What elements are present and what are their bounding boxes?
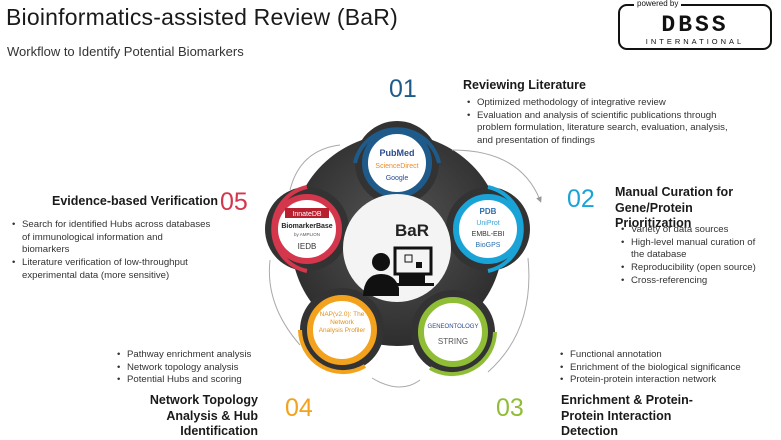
amplion-label: by AMPLION xyxy=(294,232,320,237)
step01-number: 01 xyxy=(389,75,417,103)
person-at-computer-icon xyxy=(363,246,434,296)
step05-bullet: Literature verification of low-throughpu… xyxy=(12,257,212,282)
step02-bullet: Cross-referencing xyxy=(621,275,761,288)
innatedb-label: InnateDB xyxy=(292,211,322,218)
embl-ebi-label: EMBL-EBI xyxy=(472,231,505,238)
step02-bullet: Variety of data sources xyxy=(621,224,761,237)
page-title: Bioinformatics-assisted Review (BaR) xyxy=(6,4,398,30)
connector-02-03 xyxy=(487,257,530,373)
string-label: STRING xyxy=(438,337,468,346)
step05-number: 05 xyxy=(220,188,248,216)
step02-number: 02 xyxy=(567,185,595,213)
page-subtitle: Workflow to Identify Potential Biomarker… xyxy=(7,44,244,59)
step04-number: 04 xyxy=(285,394,313,422)
iedb-label: IEDB xyxy=(298,242,317,251)
sciencedirect-label: ScienceDirect xyxy=(375,163,418,170)
circle-step01: PubMed ScienceDirect Google xyxy=(362,128,432,198)
step01-bullet: Evaluation and analysis of scientific pu… xyxy=(467,110,732,148)
step03-number: 03 xyxy=(496,394,524,422)
step01-bullets: Optimized methodology of integrative rev… xyxy=(467,97,732,148)
step04-bullet: Pathway enrichment analysis xyxy=(117,349,277,362)
step02-bullets: Variety of data sources High-level manua… xyxy=(621,224,761,287)
step02-bullet: High-level manual curation of the databa… xyxy=(621,237,761,262)
workflow-diagram: PubMed ScienceDirect Google PDB UniProt … xyxy=(265,121,542,388)
step03-bullet: Enrichment of the biological significanc… xyxy=(560,362,775,375)
connector-04-05 xyxy=(268,259,301,346)
step05-bullets: Search for identified Hubs across databa… xyxy=(12,219,212,282)
center-label: BaR xyxy=(395,221,429,240)
pubmed-label: PubMed xyxy=(380,148,415,158)
step04-bullet: Potential Hubs and scoring xyxy=(117,374,277,387)
circle-step03: GENEONTOLOGY STRING xyxy=(418,297,488,367)
step04-bullet: Network topology analysis xyxy=(117,362,277,375)
pdb-label: PDB xyxy=(480,207,497,216)
step02-bullet: Reproducibility (open source) xyxy=(621,262,761,275)
step04-bullets: Pathway enrichment analysis Network topo… xyxy=(117,349,277,387)
arc-step03 xyxy=(428,331,497,377)
step03-bullet: Protein-protein interaction network xyxy=(560,374,775,387)
connector-01-02 xyxy=(451,149,542,203)
connector-03-04 xyxy=(371,377,421,388)
logo-brand-name: DBSS xyxy=(661,12,729,38)
step03-bullet: Functional annotation xyxy=(560,349,775,362)
biomarkerbase-label: BiomarkerBase xyxy=(281,223,332,230)
dbss-logo: powered by DBSS INTERNATIONAL xyxy=(618,0,772,50)
step03-bullets: Functional annotation Enrichment of the … xyxy=(560,349,775,387)
step03-title: Enrichment & Protein-Protein Interaction… xyxy=(561,393,693,439)
nap-label: NAP(v2.0): The Network Analysis Profiler xyxy=(318,311,366,335)
center-hub: BaR xyxy=(343,194,451,302)
circle-step05: InnateDB BiomarkerBase by AMPLION IEDB xyxy=(272,194,342,264)
uniprot-label: UniProt xyxy=(476,220,499,227)
step04-title: Network Topology Analysis & Hub Identifi… xyxy=(149,393,258,439)
circle-step04: NAP(v2.0): The Network Analysis Profiler xyxy=(307,295,377,365)
biogps-label: BioGPS xyxy=(476,242,501,249)
circle-step02: PDB UniProt EMBL-EBI BioGPS xyxy=(453,194,523,264)
step01-bullet: Optimized methodology of integrative rev… xyxy=(467,97,732,110)
step05-title: Evidence-based Verification xyxy=(52,194,219,208)
nap-label-box: NAP(v2.0): The Network Analysis Profiler xyxy=(318,311,366,335)
connector-05-01 xyxy=(289,144,341,191)
google-label: Google xyxy=(386,175,409,182)
step01-title: Reviewing Literature xyxy=(463,78,586,92)
powered-by-label: powered by xyxy=(634,0,682,8)
arc-step04 xyxy=(298,329,367,375)
geneontology-label: GENEONTOLOGY xyxy=(428,324,479,330)
logo-brand-sub: INTERNATIONAL xyxy=(645,37,745,46)
step05-bullet: Search for identified Hubs across databa… xyxy=(12,219,212,257)
